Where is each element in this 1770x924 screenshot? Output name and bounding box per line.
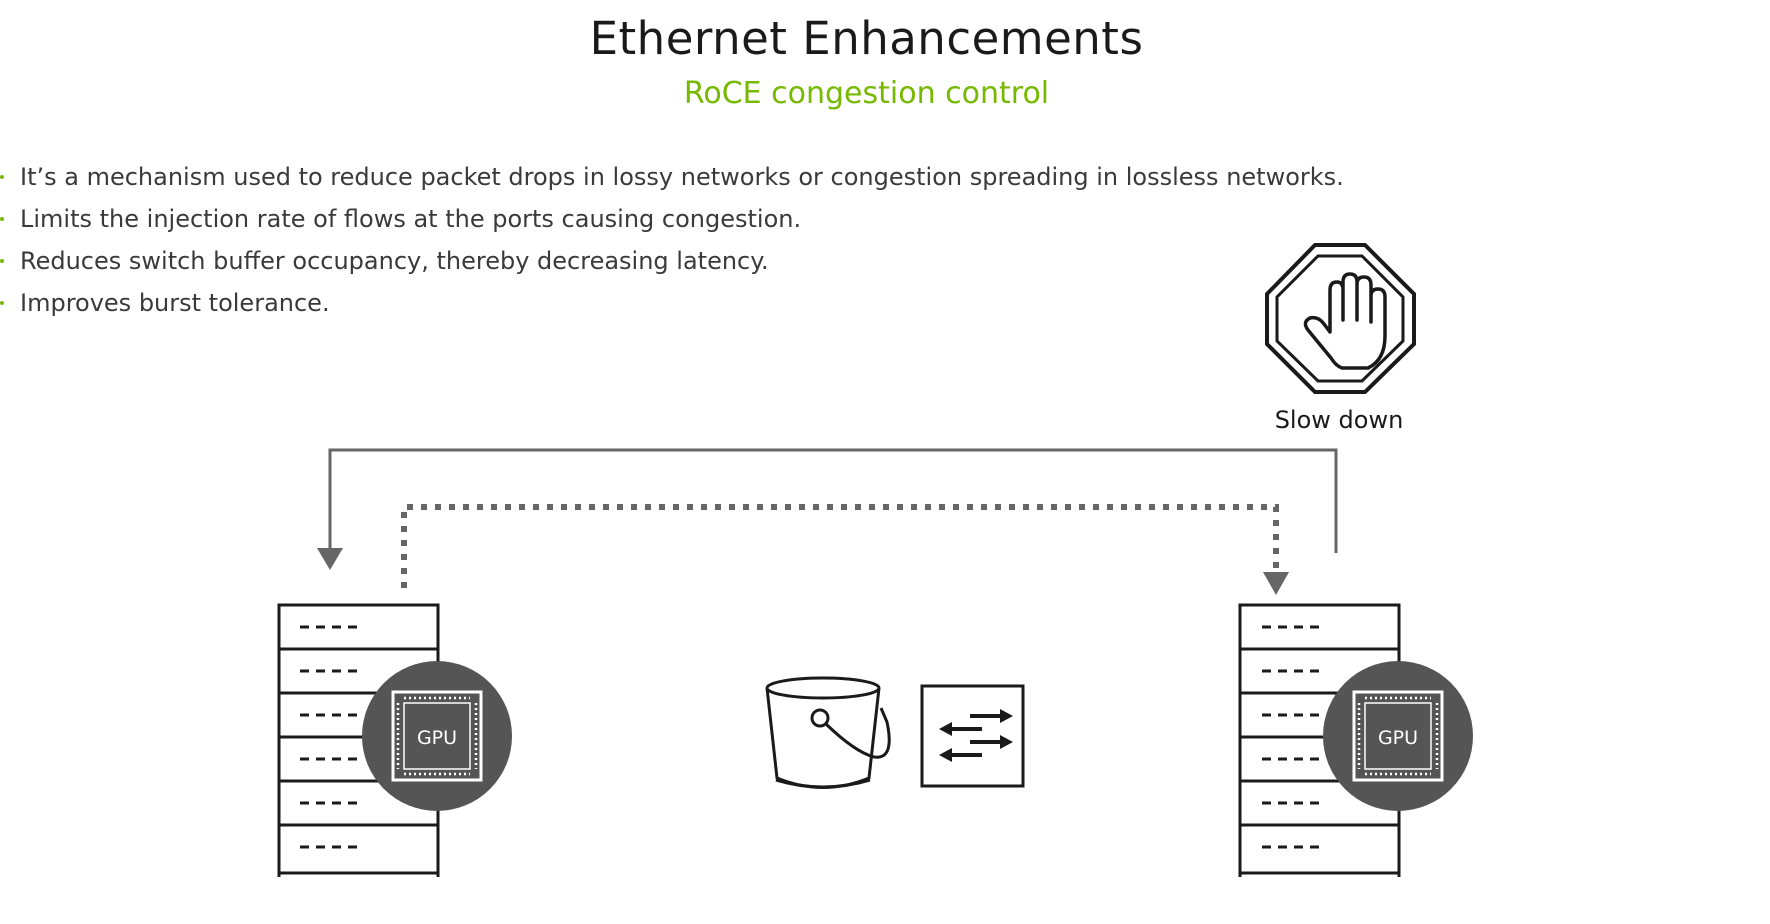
bullet-item: Reduces switch buffer occupancy, thereby… [0,240,1344,282]
bucket-icon [765,676,891,789]
gpu-chip-right-icon: GPU [1323,661,1473,811]
bullet-item: Limits the injection rate of flows at th… [0,198,1344,240]
stop-hand-icon [1265,243,1416,394]
gpu-label-right: GPU [1378,727,1418,749]
page-subtitle: RoCE congestion control [683,76,1050,111]
switch-icon [920,684,1025,788]
gpu-label-left: GPU [417,727,457,749]
bullet-list: It’s a mechanism used to reduce packet d… [0,156,1344,324]
page-title: Ethernet Enhancements [589,12,1144,65]
gpu-chip-left-icon: GPU [362,661,512,811]
feedback-path-solid [317,448,1338,570]
data-path-dotted [401,504,1289,595]
slow-down-label: Slow down [1275,406,1404,434]
bullet-item: It’s a mechanism used to reduce packet d… [0,156,1344,198]
bullet-item: Improves burst tolerance. [0,282,1344,324]
